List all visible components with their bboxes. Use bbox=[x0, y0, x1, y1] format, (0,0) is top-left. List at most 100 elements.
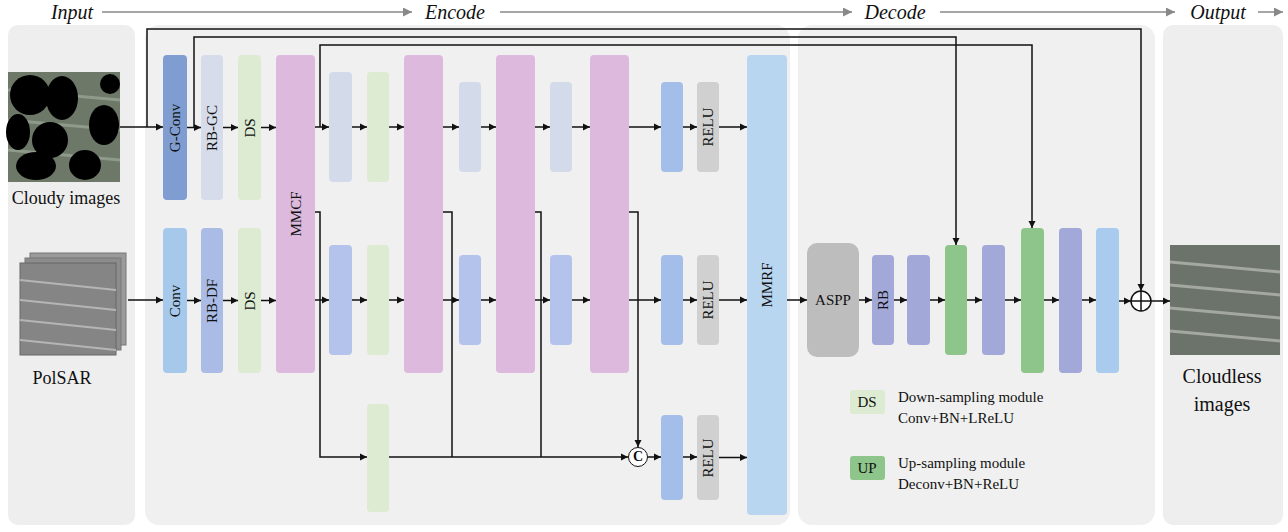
conv-block bbox=[982, 245, 1005, 355]
wire bbox=[629, 299, 661, 301]
wire bbox=[1119, 300, 1131, 302]
stage-arrow bbox=[500, 11, 852, 13]
block-label: DS bbox=[242, 291, 257, 310]
field-stripes bbox=[1170, 262, 1280, 341]
stage-heading: Input bbox=[51, 0, 93, 24]
ds-block bbox=[367, 245, 389, 355]
block-label: Conv bbox=[168, 284, 183, 317]
sar-stripes bbox=[20, 280, 116, 350]
relu-block: RELU bbox=[697, 82, 719, 172]
wire bbox=[315, 212, 367, 457]
wire bbox=[1151, 300, 1170, 302]
cloud bbox=[89, 105, 119, 145]
add-circle bbox=[1131, 291, 1151, 311]
aspp-block: ASPP bbox=[807, 243, 859, 357]
wire bbox=[481, 299, 496, 301]
block-label: RB-DF bbox=[205, 278, 220, 322]
stripe bbox=[20, 300, 116, 310]
stripe bbox=[1170, 285, 1280, 295]
conv-block bbox=[329, 245, 352, 355]
connector bbox=[719, 126, 747, 128]
legend-text: Up-sampling module Deconv+BN+ReLU bbox=[898, 453, 1063, 495]
conv-block: Conv bbox=[163, 228, 187, 373]
conv-block bbox=[661, 415, 683, 500]
wire bbox=[683, 126, 697, 128]
stripe bbox=[1170, 308, 1280, 318]
wire bbox=[535, 126, 550, 128]
wire bbox=[930, 299, 945, 301]
stage-heading: Encode bbox=[425, 0, 485, 24]
polsar-image bbox=[20, 253, 126, 355]
residual-block: RB bbox=[872, 255, 894, 345]
ds-block bbox=[367, 72, 389, 182]
image-ground bbox=[1170, 245, 1280, 355]
block-label: RELU bbox=[701, 280, 716, 319]
connector bbox=[261, 127, 276, 129]
stripe bbox=[20, 280, 116, 290]
wire bbox=[443, 299, 459, 301]
decode-panel bbox=[798, 25, 1155, 525]
fusion-block: MMRF bbox=[747, 55, 787, 515]
wire bbox=[535, 299, 550, 301]
cloud bbox=[46, 76, 78, 120]
image-caption: Cloudless images bbox=[1163, 362, 1281, 418]
conv-block bbox=[907, 255, 930, 345]
image-caption: Cloudy images bbox=[12, 186, 121, 210]
wire bbox=[629, 126, 661, 128]
wires bbox=[120, 29, 1170, 457]
connector bbox=[187, 300, 201, 302]
swatch-label: UP bbox=[857, 456, 876, 480]
plain-blocks bbox=[329, 55, 1119, 512]
stripe bbox=[20, 340, 116, 350]
stage-arrow bbox=[1258, 11, 1283, 13]
wire bbox=[1082, 299, 1096, 301]
wire bbox=[128, 299, 163, 301]
block-label: MMRF bbox=[760, 262, 775, 307]
wire bbox=[443, 126, 459, 128]
skip-wire bbox=[320, 45, 1032, 228]
wire bbox=[352, 299, 367, 301]
stage-heading: Output bbox=[1190, 0, 1246, 24]
wire bbox=[443, 212, 452, 457]
block-label: MMCF bbox=[288, 191, 303, 236]
block-label: RB bbox=[876, 290, 891, 310]
ds-block: DS bbox=[238, 228, 261, 373]
connector bbox=[719, 457, 747, 459]
wire bbox=[352, 126, 367, 128]
block-label: G-Conv bbox=[168, 103, 183, 151]
block-label: RB-GC bbox=[205, 105, 220, 151]
wire bbox=[572, 299, 590, 301]
conv-block bbox=[661, 82, 683, 172]
connector bbox=[223, 300, 238, 302]
wire bbox=[648, 456, 661, 458]
stage-heading: Decode bbox=[864, 0, 925, 24]
connector bbox=[787, 299, 807, 301]
fusion-block bbox=[404, 55, 443, 373]
stripe bbox=[20, 320, 116, 330]
concat-circle: C bbox=[628, 447, 648, 467]
relu-block: RELU bbox=[697, 415, 719, 500]
connector bbox=[859, 299, 872, 301]
stripe bbox=[1170, 331, 1280, 341]
block-label: C bbox=[633, 450, 643, 464]
cloud bbox=[16, 152, 56, 180]
residual-block: RB-GC bbox=[201, 55, 223, 200]
cloudy-image bbox=[6, 72, 120, 182]
conv-block bbox=[1096, 228, 1119, 373]
up-block bbox=[945, 245, 967, 355]
block-label: RELU bbox=[701, 438, 716, 477]
image-layer bbox=[20, 263, 116, 355]
legend-text: Down-sampling module Conv+BN+LReLU bbox=[898, 387, 1063, 429]
gconv-block: G-Conv bbox=[163, 55, 187, 200]
connector bbox=[719, 299, 747, 301]
wire bbox=[967, 299, 982, 301]
output-panel bbox=[1163, 25, 1283, 525]
cloud bbox=[100, 74, 120, 94]
wire bbox=[389, 456, 628, 458]
fusion-block: MMCF bbox=[276, 55, 315, 373]
wire bbox=[389, 126, 404, 128]
add-symbol bbox=[1131, 291, 1151, 311]
wire bbox=[120, 126, 163, 128]
fusion-block bbox=[496, 55, 535, 373]
